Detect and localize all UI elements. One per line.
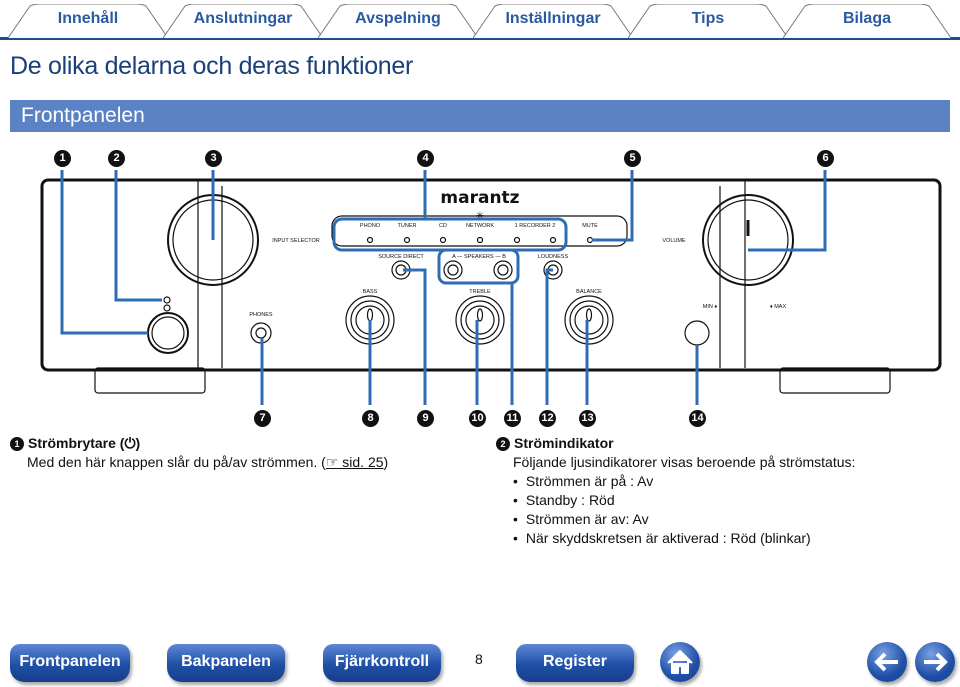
label-mute: MUTE [582, 223, 598, 229]
tab-anslutningar[interactable]: Anslutningar [163, 4, 323, 38]
home-icon [667, 650, 693, 674]
tab-label: Anslutningar [193, 10, 293, 27]
item-power-switch: 1 Strömbrytare (⏻) Med den här knappen sl… [10, 434, 388, 472]
register-button[interactable]: Register [516, 644, 634, 682]
section-title: Frontpanelen [10, 100, 950, 132]
callout-7: 7 [254, 410, 271, 427]
callout-13: 13 [579, 410, 596, 427]
tab-tips[interactable]: Tips [628, 4, 788, 38]
label-max: ♦ MAX [770, 304, 787, 310]
item-number: 2 [496, 436, 510, 451]
previous-page-button[interactable] [867, 642, 907, 682]
callout-lines [60, 170, 827, 405]
label-treble: TREBLE [469, 289, 491, 295]
callout-14: 14 [689, 410, 706, 427]
label-volume: VOLUME [662, 238, 686, 244]
brand-logo: marantz [440, 188, 519, 208]
label-bass: BASS [363, 289, 378, 295]
bakpanelen-button[interactable]: Bakpanelen [167, 644, 285, 682]
label-source-direct: SOURCE DIRECT [378, 254, 424, 260]
label-phono: PHONO [360, 223, 381, 229]
fjarrkontroll-button[interactable]: Fjärrkontroll [323, 644, 441, 682]
callout-5: 5 [624, 150, 641, 167]
frontpanelen-button[interactable]: Frontpanelen [10, 644, 130, 682]
label-speakers: A — SPEAKERS — B [452, 254, 506, 260]
tab-installningar[interactable]: Inställningar [473, 4, 633, 38]
list-item: Standby : Röd [513, 491, 855, 510]
list-item: Strömmen är av: Av [513, 510, 855, 529]
tab-label: Bilaga [842, 10, 891, 27]
callout-1: 1 [54, 150, 71, 167]
item-title: Strömbrytare (⏻) [28, 435, 141, 451]
callout-12: 12 [539, 410, 556, 427]
label-input-selector: INPUT SELECTOR [272, 238, 320, 244]
callout-4: 4 [417, 150, 434, 167]
page-title: De olika delarna och deras funktioner [10, 52, 414, 80]
tab-label: Tips [691, 10, 725, 27]
callout-3: 3 [205, 150, 222, 167]
callout-2: 2 [108, 150, 125, 167]
list-item: När skyddskretsen är aktiverad : Röd (bl… [513, 529, 855, 548]
callout-11: 11 [504, 410, 521, 427]
front-panel-illustration: marantz ✳ PHONO TUNER CD NETWORK 1 RECOR… [40, 170, 942, 405]
tab-innehall[interactable]: Innehåll [8, 4, 168, 38]
tab-label: Inställningar [505, 10, 601, 27]
tab-avspelning[interactable]: Avspelning [318, 4, 478, 38]
label-cd: CD [439, 223, 447, 229]
callout-8: 8 [362, 410, 379, 427]
callout-9: 9 [417, 410, 434, 427]
label-phones: PHONES [249, 312, 273, 318]
page-number: 8 [475, 651, 483, 667]
svg-text:✳: ✳ [476, 211, 484, 222]
arrow-left-icon [874, 652, 898, 672]
label-min: MIN ♦ [703, 304, 718, 310]
label-balance: BALANCE [576, 289, 602, 295]
top-tabs: Innehåll Anslutningar Avspelning Inställ… [0, 0, 960, 40]
label-network: NETWORK [466, 223, 494, 229]
label-loudness: LOUDNESS [538, 254, 569, 260]
tab-label: Avspelning [355, 10, 441, 27]
item-text-after: ) [383, 454, 389, 470]
item-text: Med den här knappen slår du på/av strömm… [27, 454, 326, 470]
label-recorder: 1 RECORDER 2 [515, 223, 556, 229]
label-tuner: TUNER [398, 223, 417, 229]
arrow-right-icon [924, 652, 948, 672]
callout-6: 6 [817, 150, 834, 167]
tab-bilaga[interactable]: Bilaga [783, 4, 951, 38]
item-number: 1 [10, 436, 24, 451]
callout-10: 10 [469, 410, 486, 427]
home-button[interactable] [660, 642, 700, 682]
page-link[interactable]: ☞ sid. 25 [325, 454, 384, 470]
item-text: Följande ljusindikatorer visas beroende … [513, 454, 856, 470]
next-page-button[interactable] [915, 642, 955, 682]
list-item: Strömmen är på : Av [513, 472, 855, 491]
item-title: Strömindikator [514, 435, 614, 451]
item-power-indicator: 2 Strömindikator Följande ljusindikatorer… [496, 434, 855, 548]
tab-label: Innehåll [57, 10, 119, 27]
